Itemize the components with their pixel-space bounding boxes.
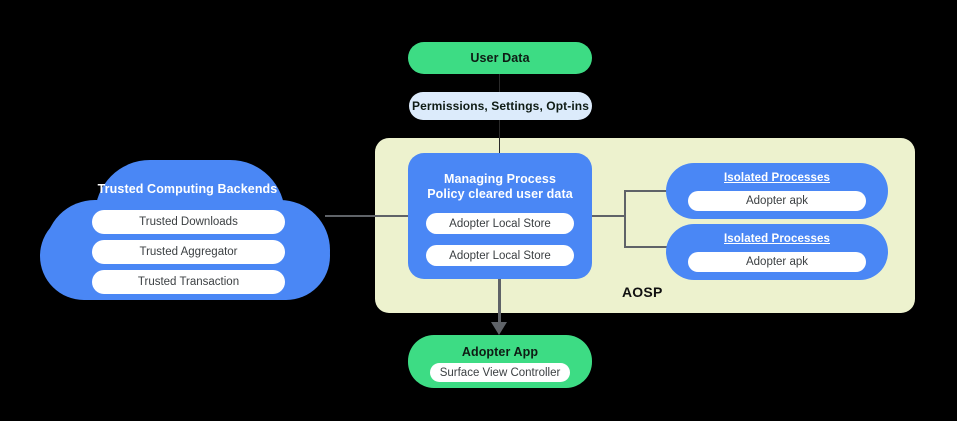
adopter-local-store-1[interactable]: Adopter Local Store: [426, 213, 574, 234]
arrowhead-icon: [491, 322, 507, 335]
aosp-label: AOSP: [622, 284, 663, 300]
adopter-apk-2[interactable]: Adopter apk: [688, 252, 866, 272]
cloud-title: Trusted Computing Backends: [97, 182, 278, 196]
managing-process-node[interactable]: Managing Process Policy cleared user dat…: [408, 153, 592, 279]
managing-process-title: Managing Process Policy cleared user dat…: [408, 172, 592, 202]
adopter-app-title: Adopter App: [461, 345, 539, 359]
isolated-process-node-2[interactable]: Isolated Processes Adopter apk: [666, 224, 888, 280]
connector-managing-process-to-branch: [592, 215, 626, 217]
isolated-process-title-1: Isolated Processes: [724, 172, 830, 184]
trusted-downloads-pill[interactable]: Trusted Downloads: [92, 210, 285, 234]
permissions-node[interactable]: Permissions, Settings, Opt-ins: [409, 92, 592, 120]
connector-permissions-to-managing-process: [499, 119, 500, 154]
permissions-label: Permissions, Settings, Opt-ins: [411, 99, 590, 113]
adopter-apk-1[interactable]: Adopter apk: [688, 191, 866, 211]
user-data-label: User Data: [470, 51, 530, 65]
isolated-process-node-1[interactable]: Isolated Processes Adopter apk: [666, 163, 888, 219]
adopter-local-store-2[interactable]: Adopter Local Store: [426, 245, 574, 266]
connector-managing-process-to-adopter-app: [498, 279, 501, 327]
managing-process-title-line2: Policy cleared user data: [427, 187, 573, 201]
managing-process-title-line1: Managing Process: [443, 172, 557, 186]
connector-branch-to-isolated-2: [624, 246, 668, 248]
user-data-node[interactable]: User Data: [408, 42, 592, 74]
surface-view-controller[interactable]: Surface View Controller: [430, 363, 570, 382]
connector-branch-vertical: [624, 190, 626, 248]
connector-cloud-to-managing-process: [325, 215, 409, 217]
connector-branch-to-isolated-1: [624, 190, 668, 192]
connector-user-data-to-permissions: [499, 73, 500, 93]
trusted-transaction-pill[interactable]: Trusted Transaction: [92, 270, 285, 294]
trusted-aggregator-pill[interactable]: Trusted Aggregator: [92, 240, 285, 264]
trusted-computing-backends-cloud[interactable]: Trusted Computing Backends Trusted Downl…: [40, 160, 335, 310]
isolated-process-title-2: Isolated Processes: [724, 233, 830, 245]
adopter-app-node[interactable]: Adopter App Surface View Controller: [408, 335, 592, 388]
